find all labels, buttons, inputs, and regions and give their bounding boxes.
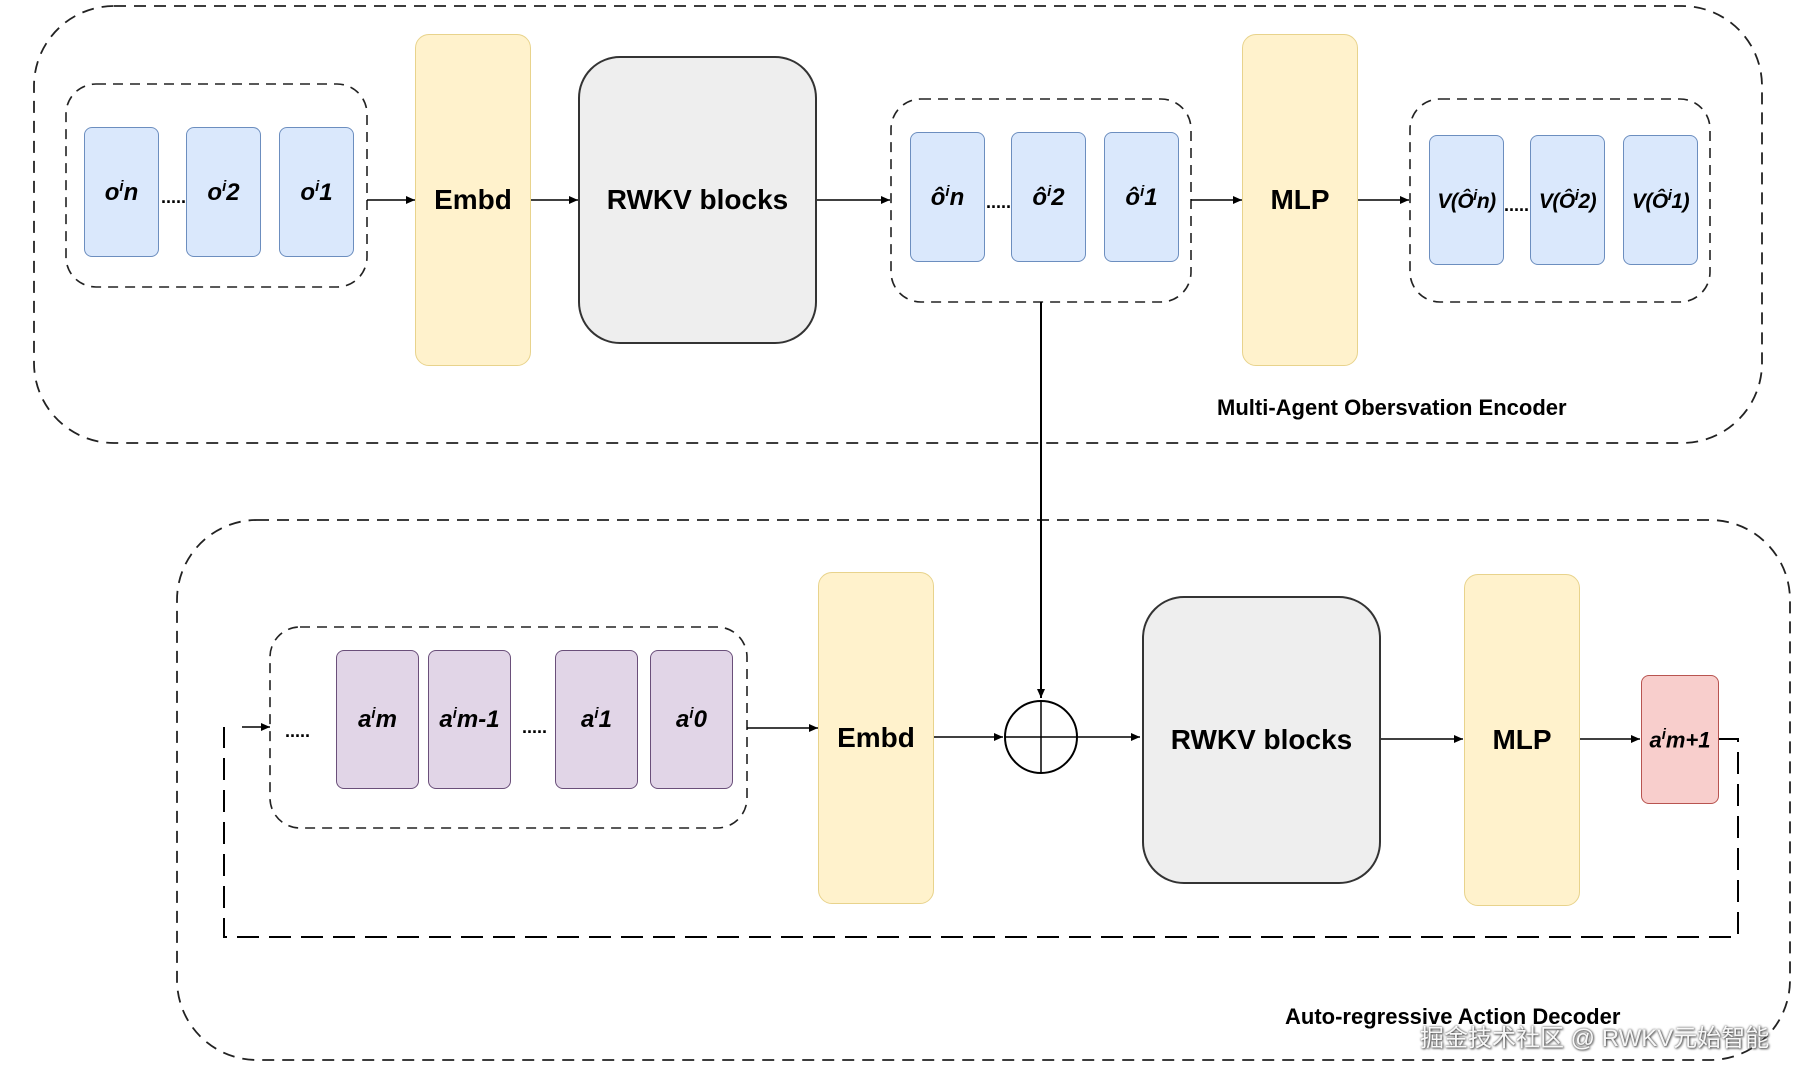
input-token-group [65,83,368,288]
decoder-embed-label: Embd [837,722,915,753]
input-token: oi1 [279,127,354,257]
value-token: V(Ôi1) [1623,135,1698,265]
action-token: ai0 [650,650,733,789]
encoded-token: ôi1 [1104,132,1179,262]
decoder-rwkv-label: RWKV blocks [1170,724,1353,755]
action-token: aim-1 [428,650,511,789]
decoder-mlp-block: MLP [1464,574,1580,906]
encoder-embed-label: Embd [434,184,512,215]
encoder-title: Multi-Agent Obersvation Encoder [1217,395,1567,420]
output-action-token: aim+1 [1641,675,1719,804]
decoder-embed-block: Embd [818,572,934,904]
encoded-ellipsis: ..... [986,192,1012,212]
decoder-rwkv-block: RWKV blocks [1142,596,1381,884]
encoded-token: ôi2 [1011,132,1086,262]
action-token: ai1 [555,650,638,789]
value-token-group [1409,98,1711,303]
decoder-title: Auto-regressive Action Decoder [1285,1004,1621,1029]
action-ellipsis: ..... [522,717,548,737]
input-token: oin [84,127,159,257]
action-token: aim [336,650,419,789]
feedback-loop [223,727,1739,938]
value-token: V(Ôin) [1429,135,1504,265]
action-leading-ellipsis: ..... [285,721,311,741]
decoder-mlp-label: MLP [1492,724,1552,755]
watermark: 掘金技术社区 @ RWKV元始智能 [1420,1025,1770,1052]
value-ellipsis: ..... [1504,195,1530,215]
encoder-container [33,5,1763,444]
sum-node [1004,700,1078,774]
encoded-token: ôin [910,132,985,262]
encoder-mlp-block: MLP [1242,34,1358,366]
encoder-embed-block: Embd [415,34,531,366]
encoder-rwkv-block: RWKV blocks [578,56,817,344]
encoder-rwkv-label: RWKV blocks [606,184,789,215]
value-token: V(Ôi2) [1530,135,1605,265]
input-token: oi2 [186,127,261,257]
input-ellipsis: ..... [161,187,187,207]
decoder-container [176,519,1791,1061]
encoder-mlp-label: MLP [1270,184,1330,215]
